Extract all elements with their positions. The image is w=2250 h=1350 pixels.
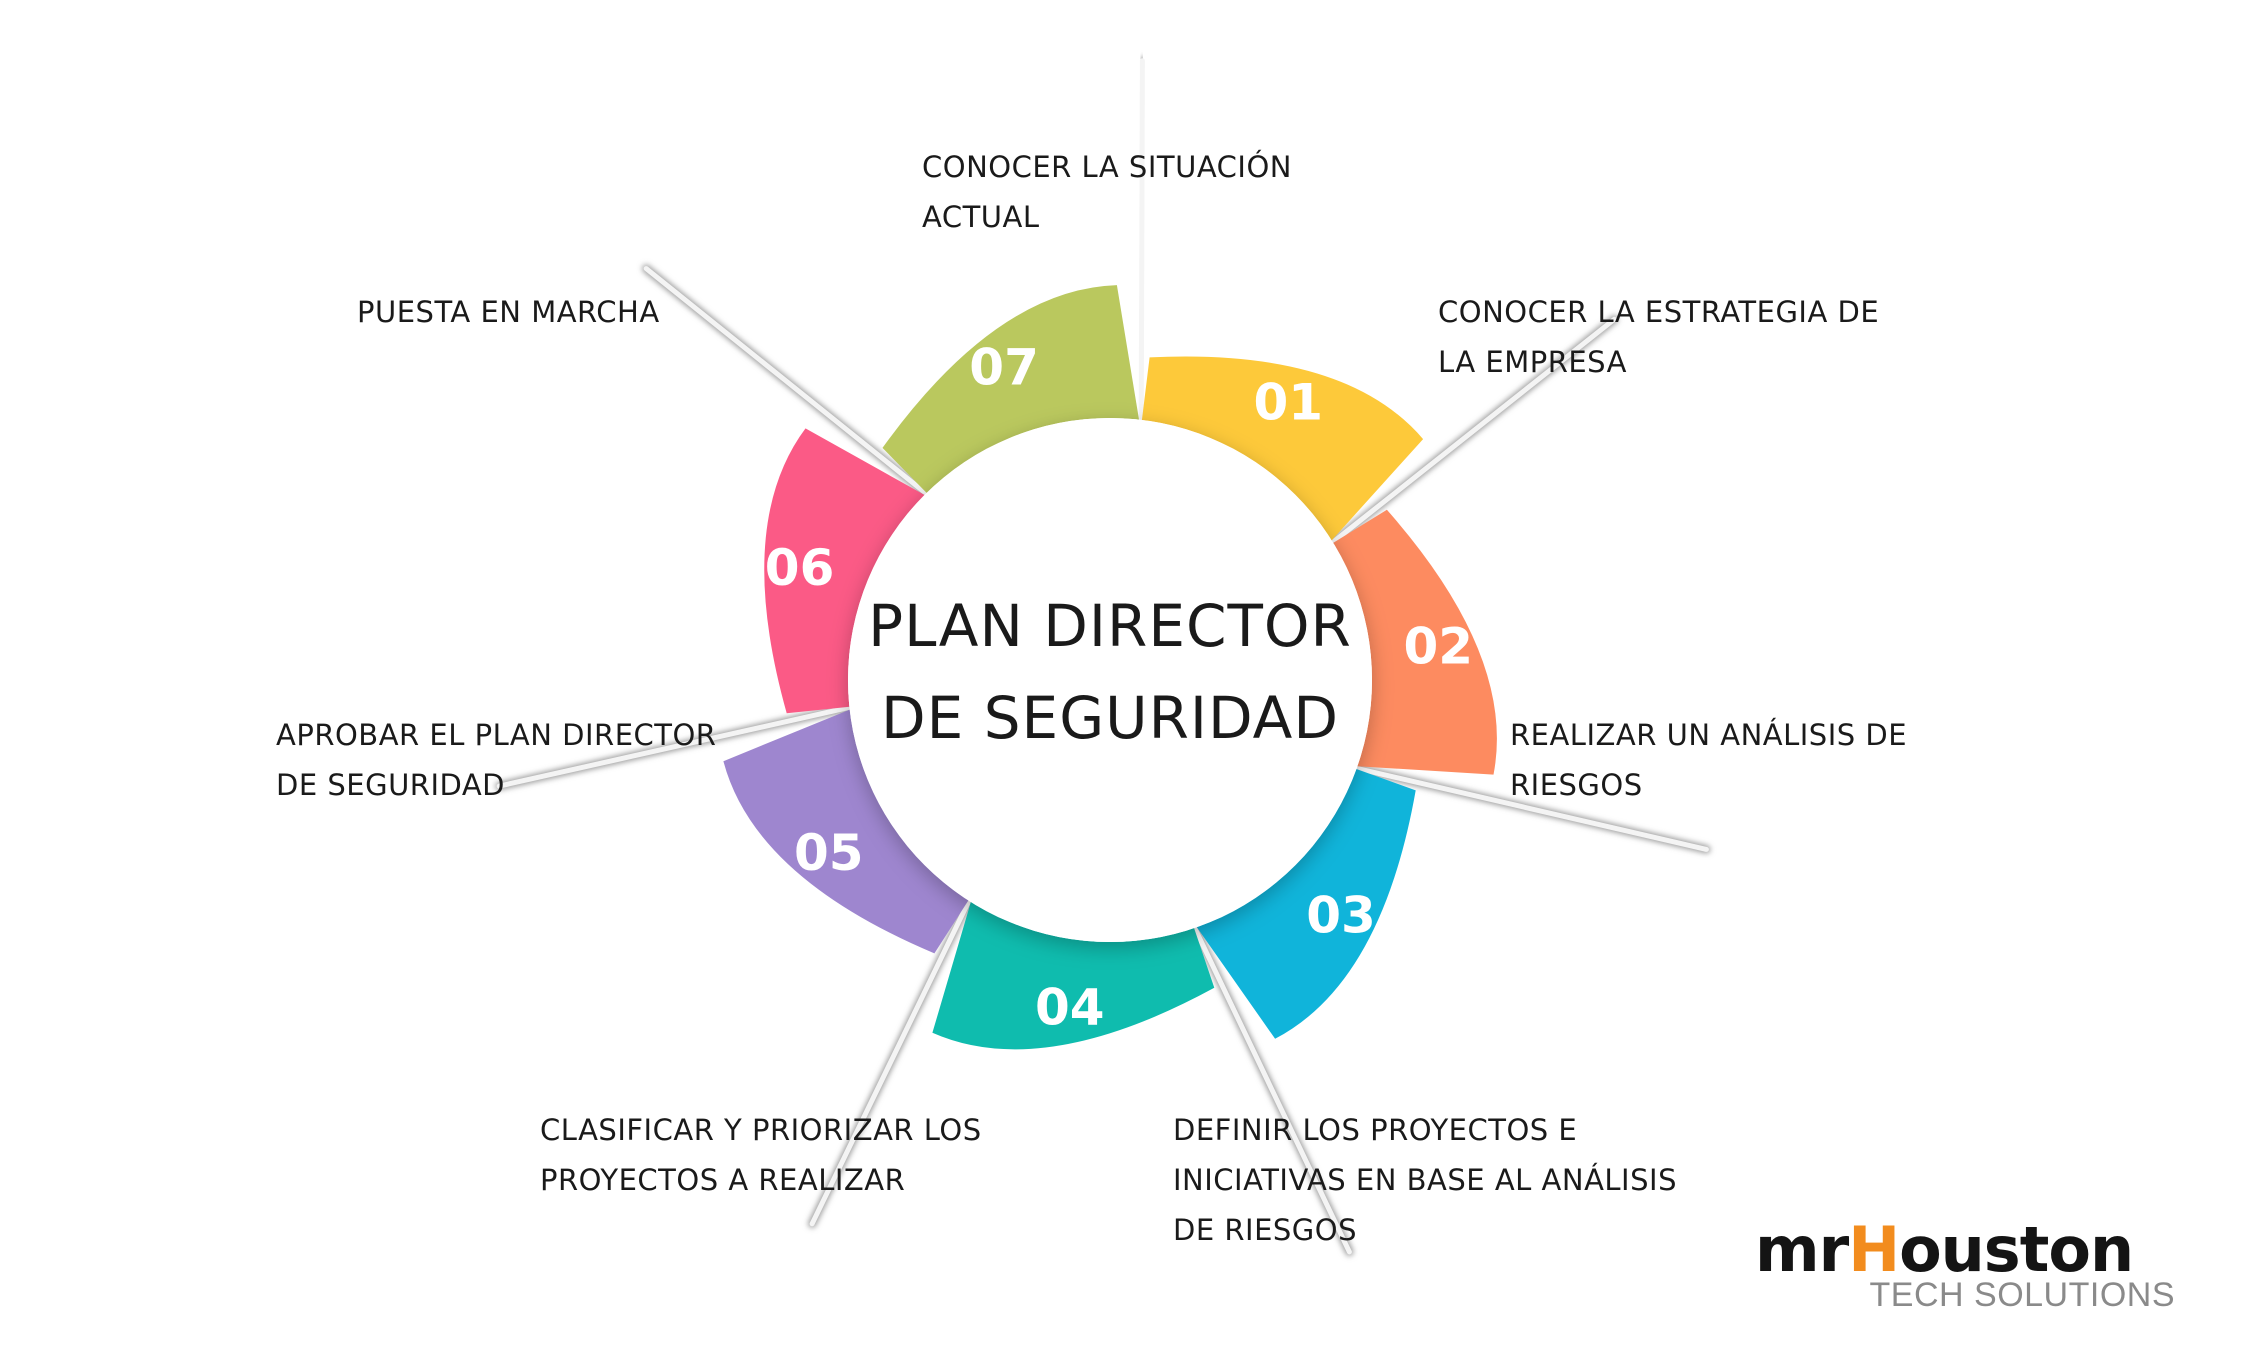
- spoke-line-06: [496, 703, 858, 789]
- petal-05: [723, 705, 974, 954]
- spoke-line-07: [643, 266, 934, 500]
- step-label-02-line-1: CONOCER LA ESTRATEGIA DE: [1438, 295, 1880, 329]
- center-title-line-1: PLAN DIRECTOR: [868, 592, 1352, 660]
- step-label-04: DEFINIR LOS PROYECTOS E INICIATIVAS EN B…: [1173, 1105, 1677, 1255]
- logo-wordmark: mrHouston: [1755, 1213, 2134, 1286]
- step-number-05: 05: [794, 824, 864, 882]
- step-label-04-line-1: DEFINIR LOS PROYECTOS E: [1173, 1113, 1578, 1147]
- step-label-01-line-1: CONOCER LA SITUACIÓN: [922, 150, 1292, 184]
- step-label-06-line-1: APROBAR EL PLAN DIRECTOR: [276, 718, 717, 752]
- petal-07: [882, 285, 1141, 500]
- step-label-01-line-2: ACTUAL: [922, 200, 1040, 234]
- step-label-01: CONOCER LA SITUACIÓN ACTUAL: [922, 142, 1292, 242]
- step-number-02: 02: [1404, 617, 1474, 675]
- petal-06: [764, 428, 934, 714]
- mrhouston-logo: mrHouston TECH SOLUTIONS: [1755, 1215, 2175, 1325]
- step-label-03-line-2: RIESGOS: [1510, 768, 1643, 802]
- step-number-06: 06: [765, 539, 835, 597]
- spoke-line-02: [1325, 316, 1617, 549]
- step-label-04-line-3: DE RIESGOS: [1173, 1213, 1358, 1247]
- logo-tagline: TECH SOLUTIONS: [1869, 1276, 2175, 1314]
- step-label-04-line-2: INICIATIVAS EN BASE AL ANÁLISIS: [1173, 1163, 1677, 1197]
- petal-03: [1190, 765, 1416, 1039]
- step-number-03: 03: [1306, 887, 1376, 945]
- center-title-line-2: DE SEGURIDAD: [881, 684, 1339, 752]
- step-label-06: APROBAR EL PLAN DIRECTOR DE SEGURIDAD: [276, 710, 716, 810]
- step-number-01: 01: [1254, 373, 1324, 431]
- step-label-05-line-2: PROYECTOS A REALIZAR: [540, 1163, 906, 1197]
- spoke-line-04: [1189, 920, 1352, 1255]
- step-label-07: PUESTA EN MARCHA: [357, 287, 660, 337]
- spoke-lines: [495, 56, 1711, 1256]
- step-numbers: 01 02 03 04 05 06 07: [765, 338, 1473, 1036]
- step-label-03-line-1: REALIZAR UN ANÁLISIS DE: [1510, 718, 1908, 752]
- spoke-line-05: [809, 892, 975, 1227]
- step-label-07-line-1: PUESTA EN MARCHA: [357, 295, 660, 329]
- step-label-05-line-1: CLASIFICAR Y PRIORIZAR LOS: [540, 1113, 982, 1147]
- spoke-line-03: [1348, 764, 1709, 852]
- step-label-05: CLASIFICAR Y PRIORIZAR LOS PROYECTOS A R…: [540, 1105, 982, 1205]
- step-label-03: REALIZAR UN ANÁLISIS DE RIESGOS: [1510, 710, 1907, 810]
- step-label-02-line-2: LA EMPRESA: [1438, 345, 1627, 379]
- center-title: PLAN DIRECTOR DE SEGURIDAD: [860, 580, 1360, 764]
- petal-01: [1140, 356, 1424, 549]
- step-number-04: 04: [1035, 979, 1105, 1037]
- step-number-07: 07: [969, 338, 1039, 396]
- step-label-02: CONOCER LA ESTRATEGIA DE LA EMPRESA: [1438, 287, 1879, 387]
- logo-accent-letter: H: [1848, 1213, 1900, 1286]
- spoke-line-01: [1138, 58, 1145, 429]
- step-label-06-line-2: DE SEGURIDAD: [276, 768, 505, 802]
